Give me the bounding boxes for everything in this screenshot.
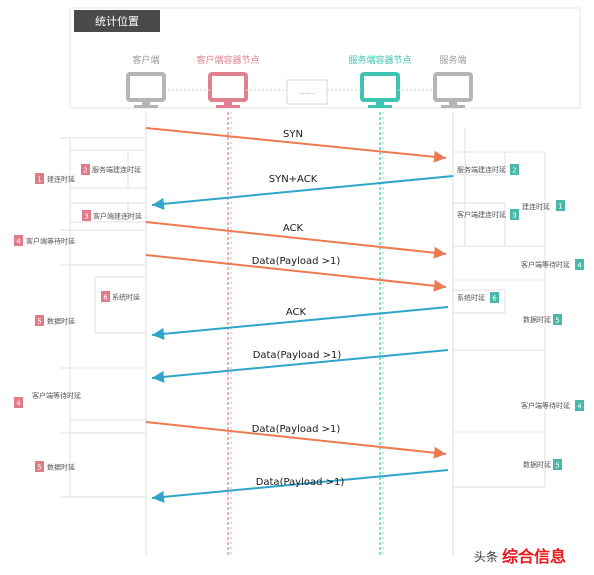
ack-return-label: ACK bbox=[286, 307, 307, 318]
right-label-2: 服务端建连时延 2 bbox=[457, 164, 519, 175]
svg-text:4: 4 bbox=[16, 400, 21, 408]
svg-text:数据时延: 数据时延 bbox=[523, 460, 551, 469]
title-tag bbox=[74, 10, 160, 32]
syn-arrow bbox=[145, 127, 447, 163]
ellipsis-text: ...... bbox=[299, 87, 314, 96]
left-label-4a: 4 客户端等待时延 bbox=[14, 235, 75, 246]
data-arrow-2 bbox=[145, 421, 447, 459]
server-monitor-icon bbox=[433, 72, 473, 108]
svg-text:服务端建连时延: 服务端建连时延 bbox=[92, 165, 141, 174]
left-label-6: 6 系统时延 bbox=[101, 291, 140, 302]
svg-text:1: 1 bbox=[558, 203, 562, 211]
right-label-5b: 数据时延 5 bbox=[523, 459, 562, 470]
svg-text:2: 2 bbox=[83, 167, 87, 175]
title-text: 统计位置 bbox=[95, 14, 139, 28]
right-label-6: 系统时延 6 bbox=[457, 292, 499, 303]
left-label-2: 2 服务端建连时延 bbox=[81, 164, 141, 175]
svg-text:建连时延: 建连时延 bbox=[522, 202, 550, 211]
svg-text:5: 5 bbox=[37, 318, 41, 326]
svg-text:服务端建连时延: 服务端建连时延 bbox=[457, 165, 506, 174]
left-label-1: 1 建连时延 bbox=[35, 173, 75, 184]
data-return-label-1: Data(Payload >1) bbox=[253, 350, 342, 361]
server-container-monitor-icon bbox=[360, 72, 400, 108]
data-return-arrow-2 bbox=[151, 469, 449, 503]
svg-text:数据时延: 数据时延 bbox=[47, 463, 75, 472]
svg-text:数据时延: 数据时延 bbox=[47, 317, 75, 326]
svg-text:客户端建连时延: 客户端建连时延 bbox=[93, 212, 142, 221]
data-return-arrow-1 bbox=[151, 349, 449, 383]
ack-return-arrow bbox=[151, 306, 449, 340]
svg-text:系统时延: 系统时延 bbox=[457, 293, 485, 302]
svg-text:4: 4 bbox=[16, 238, 21, 246]
ack-arrow bbox=[145, 221, 447, 259]
svg-text:客户端等待时延: 客户端等待时延 bbox=[26, 237, 75, 246]
svg-text:3: 3 bbox=[84, 213, 88, 221]
right-label-1: 建连时延 1 bbox=[522, 200, 565, 211]
svg-text:系统时延: 系统时延 bbox=[112, 293, 140, 302]
svg-text:6: 6 bbox=[492, 295, 497, 303]
svg-text:建连时延: 建连时延 bbox=[47, 175, 75, 184]
svg-text:6: 6 bbox=[103, 294, 108, 302]
svg-text:2: 2 bbox=[512, 167, 516, 175]
svg-text:数据时延: 数据时延 bbox=[523, 315, 551, 324]
svg-text:客户端建连时延: 客户端建连时延 bbox=[457, 210, 506, 219]
syn-ack-label: SYN+ACK bbox=[269, 174, 318, 185]
right-label-3: 客户端建连时延 3 bbox=[457, 209, 519, 220]
svg-text:3: 3 bbox=[512, 212, 516, 220]
right-label-5a: 数据时延 5 bbox=[523, 314, 562, 325]
header-server-container-label: 服务端容器节点 bbox=[348, 54, 411, 66]
svg-text:4: 4 bbox=[577, 403, 582, 411]
left-label-4b: 4 客户端等待时延 bbox=[14, 391, 81, 408]
left-label-5a: 5 数据时延 bbox=[35, 315, 75, 326]
svg-text:4: 4 bbox=[577, 262, 582, 270]
left-label-3: 3 客户端建连时延 bbox=[82, 210, 142, 221]
svg-text:1: 1 bbox=[37, 176, 41, 184]
data-return-label-2: Data(Payload >1) bbox=[256, 477, 345, 488]
data-arrow-1 bbox=[145, 254, 447, 292]
watermark-prefix: 头条 bbox=[474, 550, 498, 564]
svg-text:客户端等待时延: 客户端等待时延 bbox=[32, 391, 81, 400]
svg-text:客户端等待时延: 客户端等待时延 bbox=[521, 260, 570, 269]
right-label-4a: 客户端等待时延 4 bbox=[521, 259, 584, 270]
svg-text:5: 5 bbox=[555, 462, 559, 470]
header-server-label: 服务端 bbox=[439, 54, 466, 66]
syn-ack-arrow bbox=[151, 175, 454, 210]
client-monitor-icon bbox=[126, 72, 166, 108]
svg-text:客户端等待时延: 客户端等待时延 bbox=[521, 401, 570, 410]
syn-label: SYN bbox=[283, 129, 303, 140]
header-client-container-label: 客户端容器节点 bbox=[196, 54, 259, 66]
data-label-1: Data(Payload >1) bbox=[252, 256, 341, 267]
watermark-name: 综合信息 bbox=[502, 547, 566, 566]
svg-text:5: 5 bbox=[37, 464, 41, 472]
ellipsis-box bbox=[286, 79, 328, 105]
svg-text:5: 5 bbox=[555, 317, 559, 325]
left-label-5b: 5 数据时延 bbox=[35, 461, 75, 472]
watermark: 头条 综合信息 bbox=[474, 547, 566, 566]
data-label-2: Data(Payload >1) bbox=[252, 424, 341, 435]
ack-label: ACK bbox=[283, 223, 304, 234]
header-frame bbox=[69, 7, 581, 109]
header-client-label: 客户端 bbox=[132, 54, 159, 66]
client-container-monitor-icon bbox=[208, 72, 248, 108]
right-label-4b: 客户端等待时延 4 bbox=[521, 400, 584, 411]
